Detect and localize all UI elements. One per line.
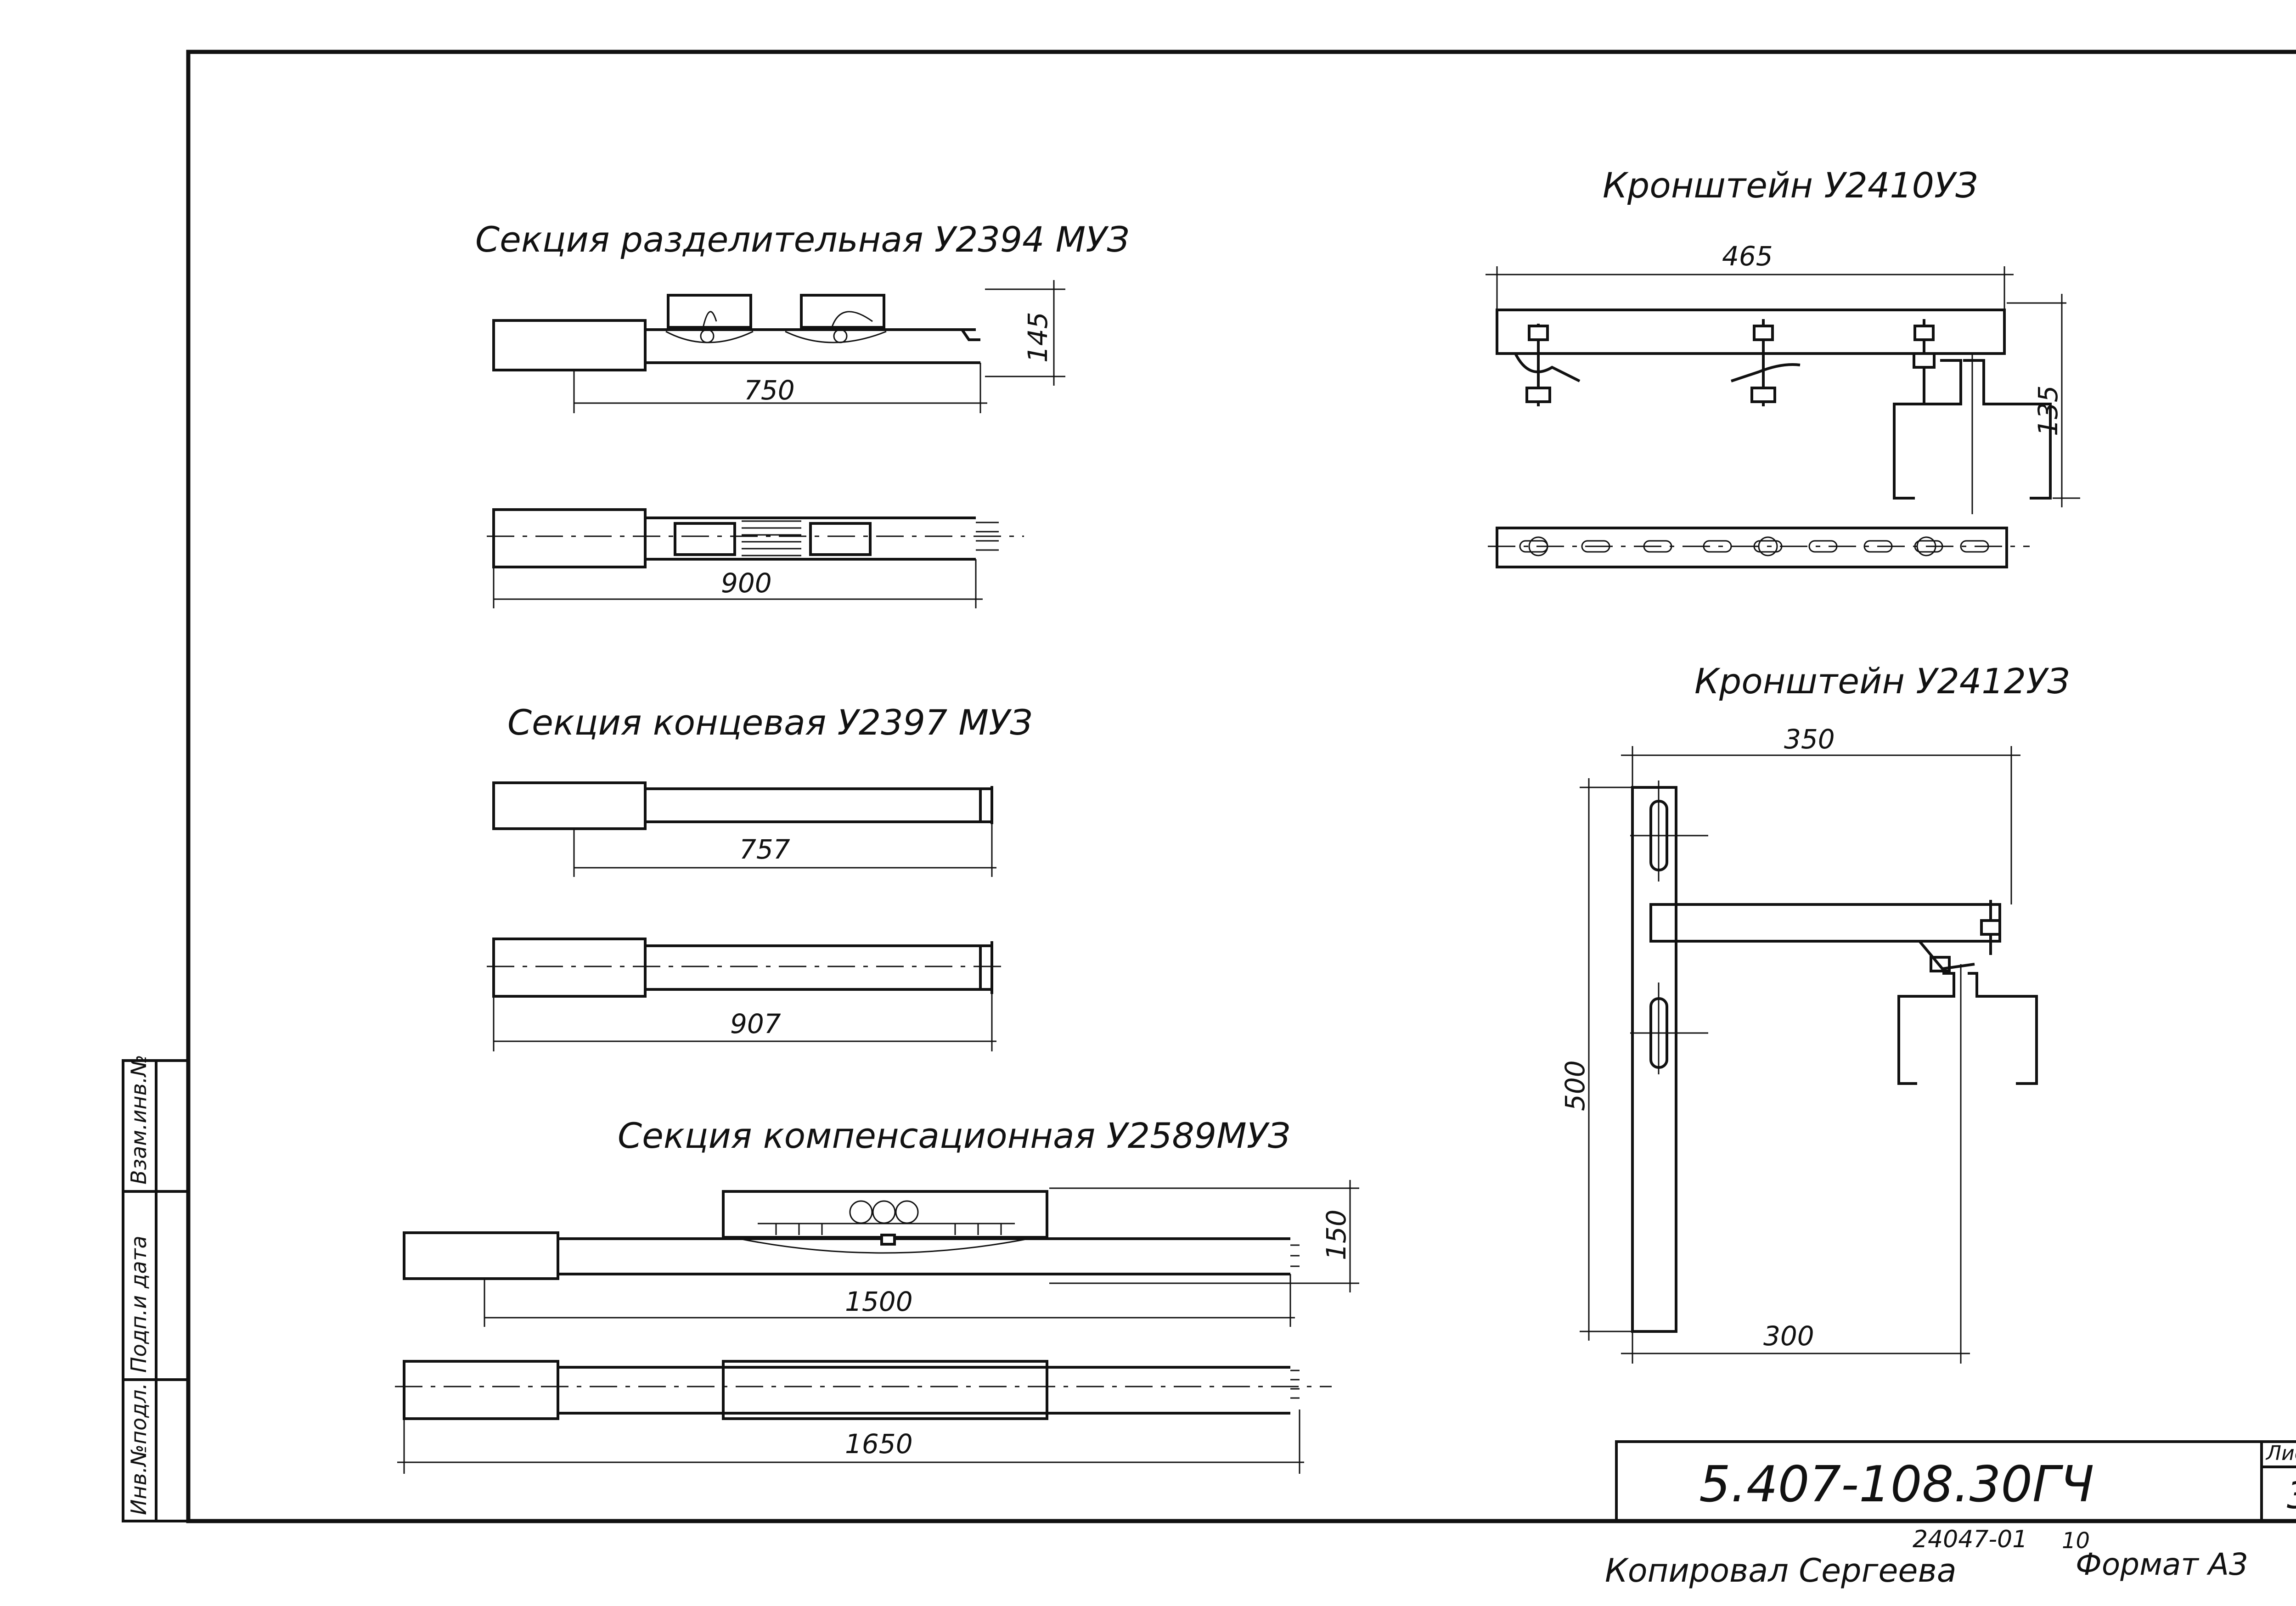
drawing-frame	[186, 50, 2296, 1523]
separating-section-dimensions: 750 145	[573, 280, 1065, 413]
bracket-2410-plan-view	[1488, 527, 2030, 568]
separating-section-top-view	[487, 508, 1024, 568]
title-block: 5.407-108.30ГЧ Лист 3	[1615, 1440, 2296, 1522]
end-section-side-view	[492, 781, 993, 830]
end-section-top-view	[487, 938, 1006, 998]
sheet-label: Лист	[2265, 1442, 2296, 1465]
side-stamp: Инв.№подл. Подп.и дата Взам.инв.№	[122, 1055, 190, 1522]
bracket-2412-dim-300: 300	[1763, 1320, 1814, 1352]
compensation-section-top-dimensions: 1650	[397, 1409, 1304, 1474]
separating-dim-900: 900	[721, 567, 772, 599]
stamp-sign-date: Подп.и дата	[126, 1235, 151, 1373]
compensation-dim-1650: 1650	[845, 1428, 913, 1460]
stamp-inv-number: Инв.№подл.	[126, 1383, 151, 1515]
bracket-2410-title: Кронштейн У2410УЗ	[1603, 165, 1978, 206]
sheet-number: 3	[2287, 1474, 2296, 1517]
separating-section-side-view	[492, 294, 980, 371]
separating-section-title: Секция разделительная У2394 МУЗ	[475, 219, 1129, 260]
separating-dim-750: 750	[744, 375, 795, 406]
end-dim-907: 907	[730, 1008, 781, 1039]
compensation-section-top-view	[395, 1360, 1332, 1420]
bracket-2412-dimensions: 350 500 300	[1559, 724, 2020, 1364]
bracket-2410-front-view	[1496, 309, 2052, 514]
compensation-dim-1500: 1500	[845, 1286, 913, 1317]
end-section-dimensions: 757	[573, 824, 996, 877]
stamp-replacement-inv: Взам.инв.№	[126, 1055, 151, 1185]
end-dim-757: 757	[739, 834, 790, 865]
order-suffix: 10	[2062, 1528, 2090, 1554]
copied-by: Копировал Сергеева	[1605, 1552, 1957, 1589]
bracket-2410-dimensions: 465 135	[1486, 241, 2080, 507]
end-section-title: Секция концевая У2397 МУЗ	[507, 702, 1032, 743]
separating-section-top-dimensions: 900	[493, 559, 983, 608]
bracket-2410-dim-135: 135	[2032, 385, 2064, 436]
paper-format: Формат А3	[2076, 1547, 2248, 1582]
compensation-section-side-view	[403, 1190, 1300, 1280]
compensation-section-dimensions: 150 1500	[484, 1180, 1359, 1327]
compensation-dim-150: 150	[1321, 1209, 1352, 1260]
bracket-2412-dim-500: 500	[1559, 1060, 1591, 1111]
document-number: 5.407-108.30ГЧ	[1699, 1456, 2094, 1513]
bracket-2412-title: Кронштейн У2412УЗ	[1694, 661, 2070, 702]
bracket-2412-view	[1630, 781, 2038, 1341]
end-section-top-dimensions: 907	[493, 994, 996, 1051]
separating-dim-145: 145	[1022, 312, 1053, 363]
bracket-2412-dim-350: 350	[1784, 724, 1835, 755]
bracket-2410-dim-465: 465	[1722, 241, 1773, 272]
order-number: 24047-01	[1913, 1526, 2027, 1553]
compensation-section-title: Секция компенсационная У2589МУЗ	[618, 1115, 1290, 1156]
